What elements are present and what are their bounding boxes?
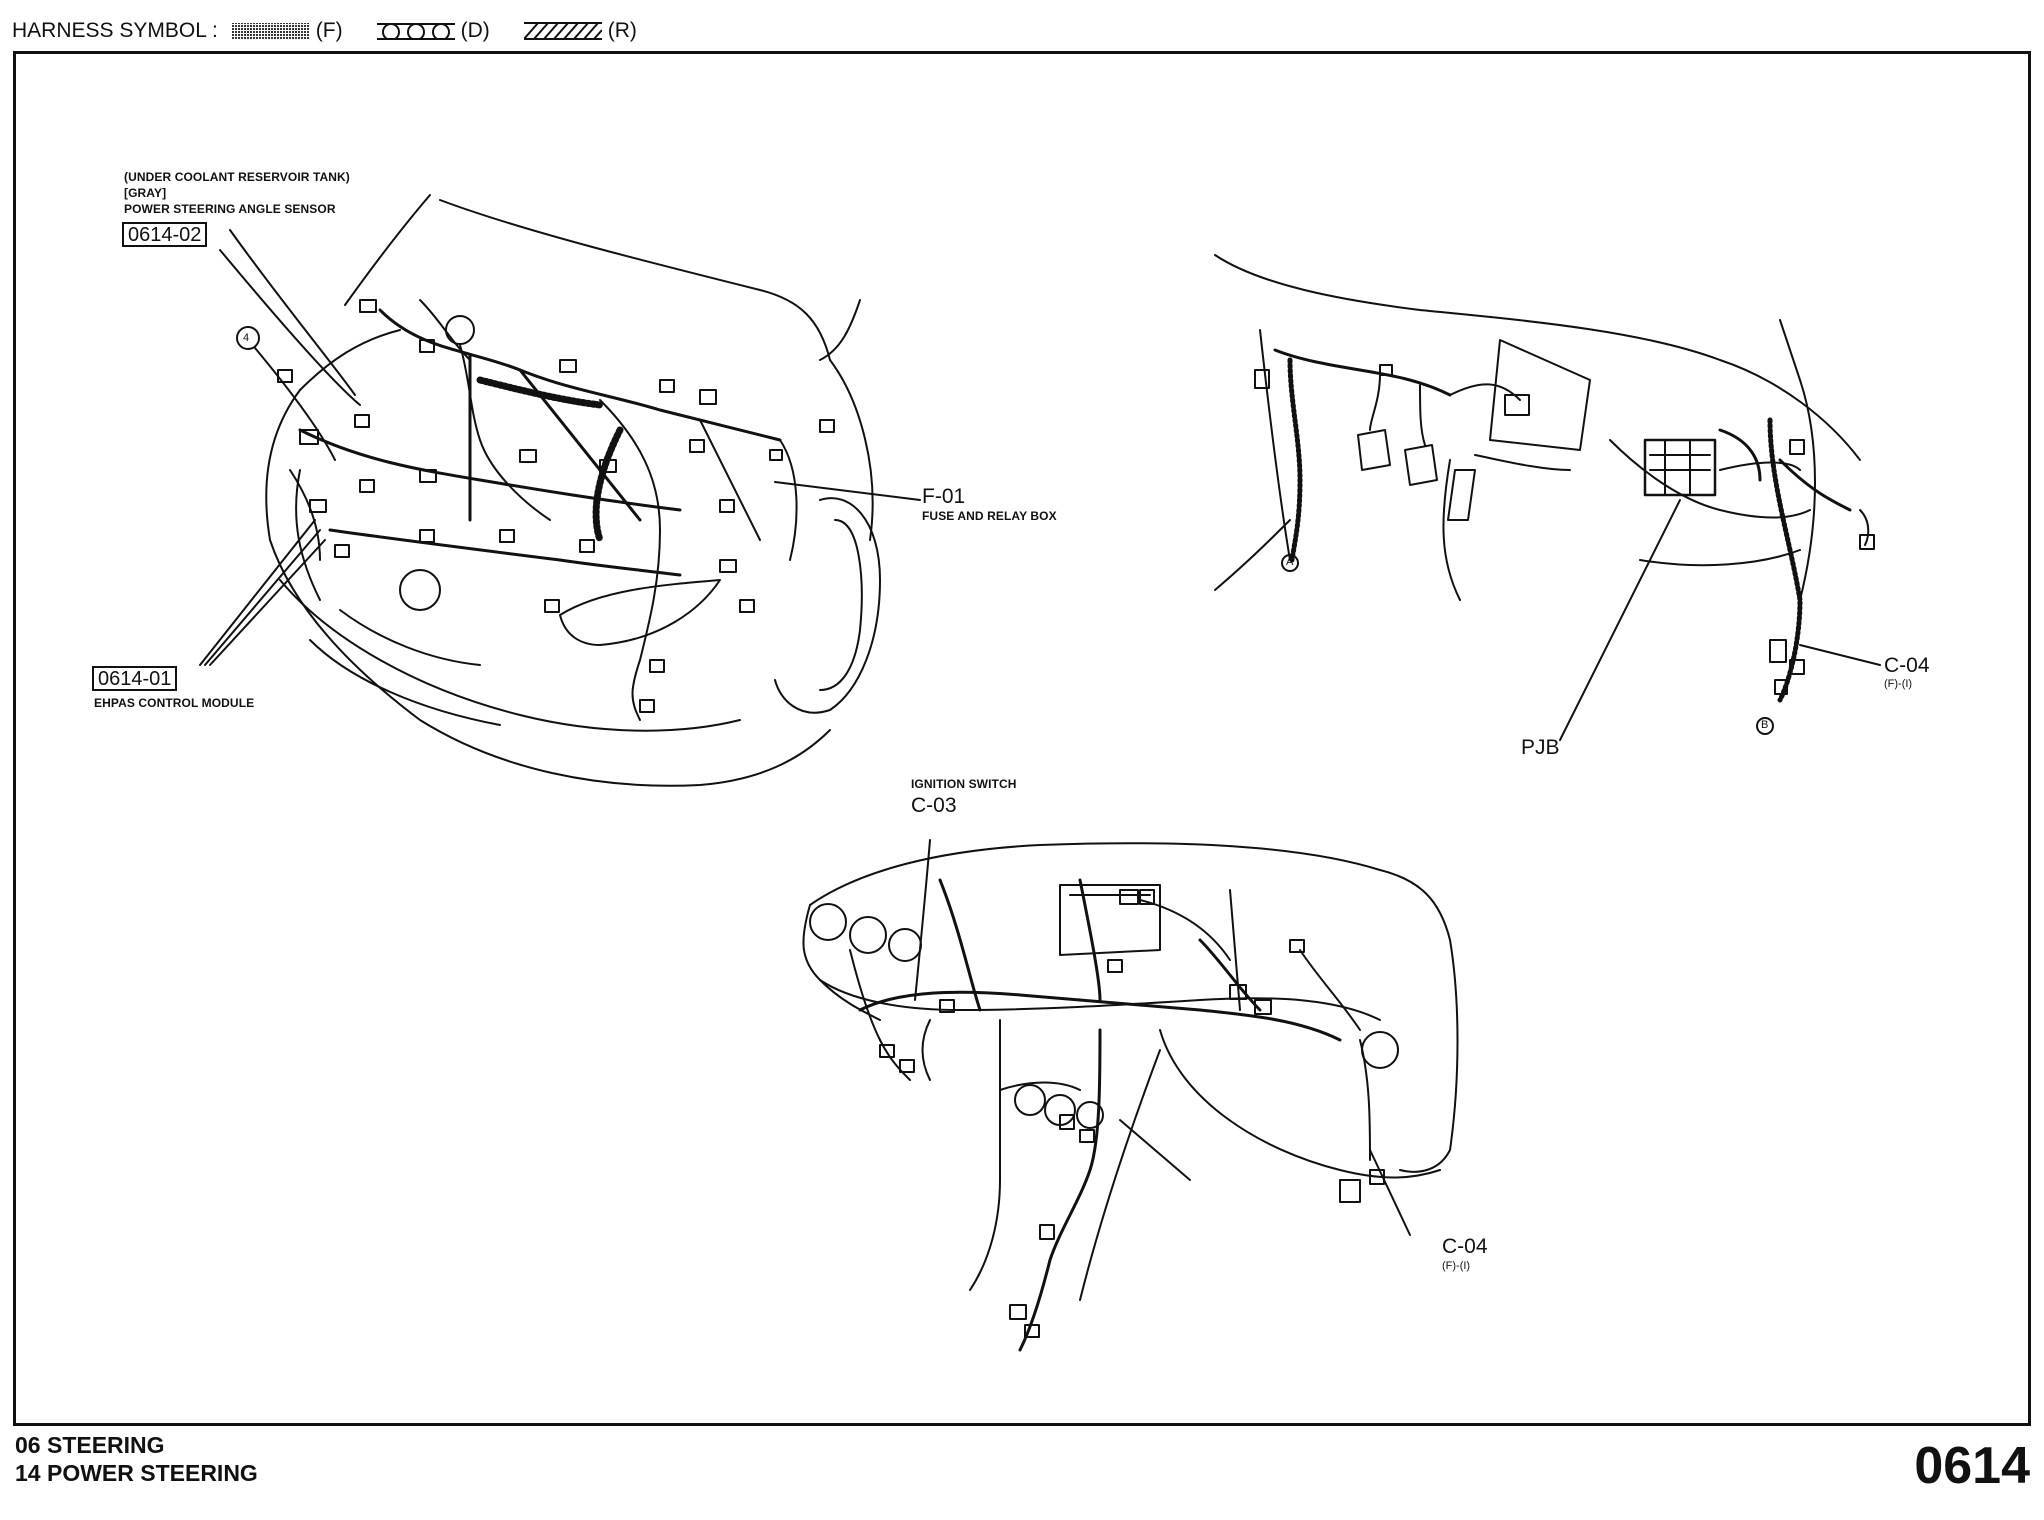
fuse-relay-box-code: F-01 xyxy=(922,485,966,508)
power-steering-angle-sensor-code: 0614-02 xyxy=(122,222,208,247)
pjb-label: PJB xyxy=(1521,736,1560,759)
sensor-location-note: (UNDER COOLANT RESERVOIR TANK) xyxy=(124,170,350,184)
circle-mark-a: A xyxy=(1286,556,1294,568)
c04-dash-sub: (F)-(I) xyxy=(1442,1260,1471,1272)
c04-dash-code: C-04 xyxy=(1442,1235,1488,1258)
circles-harness-symbol-icon xyxy=(376,23,455,40)
sensor-color-note: [GRAY] xyxy=(124,186,167,200)
footer-section-title: 14 POWER STEERING xyxy=(15,1460,258,1486)
legend-title: HARNESS SYMBOL : xyxy=(12,19,218,42)
hatched-harness-symbol-icon xyxy=(523,22,602,40)
callout-4: 4 xyxy=(243,332,250,344)
legend-code-f: (F) xyxy=(315,19,343,42)
c04-footwell-sub: (F)-(I) xyxy=(1884,678,1913,690)
page-number: 0614 xyxy=(1914,1437,2030,1495)
dashboard-illustration xyxy=(802,839,1459,1352)
ehpas-control-module-code: 0614-01 xyxy=(92,666,178,691)
engine-bay-illustration xyxy=(199,194,921,787)
fuse-relay-box-label: FUSE AND RELAY BOX xyxy=(922,509,1057,523)
ignition-switch-code: C-03 xyxy=(911,794,957,817)
power-steering-angle-sensor-label: POWER STEERING ANGLE SENSOR xyxy=(124,202,336,216)
ignition-switch-label: IGNITION SWITCH xyxy=(911,777,1017,791)
c04-footwell-code: C-04 xyxy=(1884,654,1930,677)
circle-mark-b: B xyxy=(1761,719,1769,731)
harness-symbol-legend: HARNESS SYMBOL : (F) (D) (R) xyxy=(12,14,663,48)
dotted-harness-symbol-icon xyxy=(231,23,310,39)
footer-group-title: 06 STEERING xyxy=(15,1432,165,1458)
diagram-frame xyxy=(13,51,2031,1426)
ehpas-control-module-label: EHPAS CONTROL MODULE xyxy=(94,696,255,710)
legend-code-r: (R) xyxy=(607,19,637,42)
legend-code-d: (D) xyxy=(460,19,490,42)
footwell-illustration xyxy=(1214,254,1881,741)
